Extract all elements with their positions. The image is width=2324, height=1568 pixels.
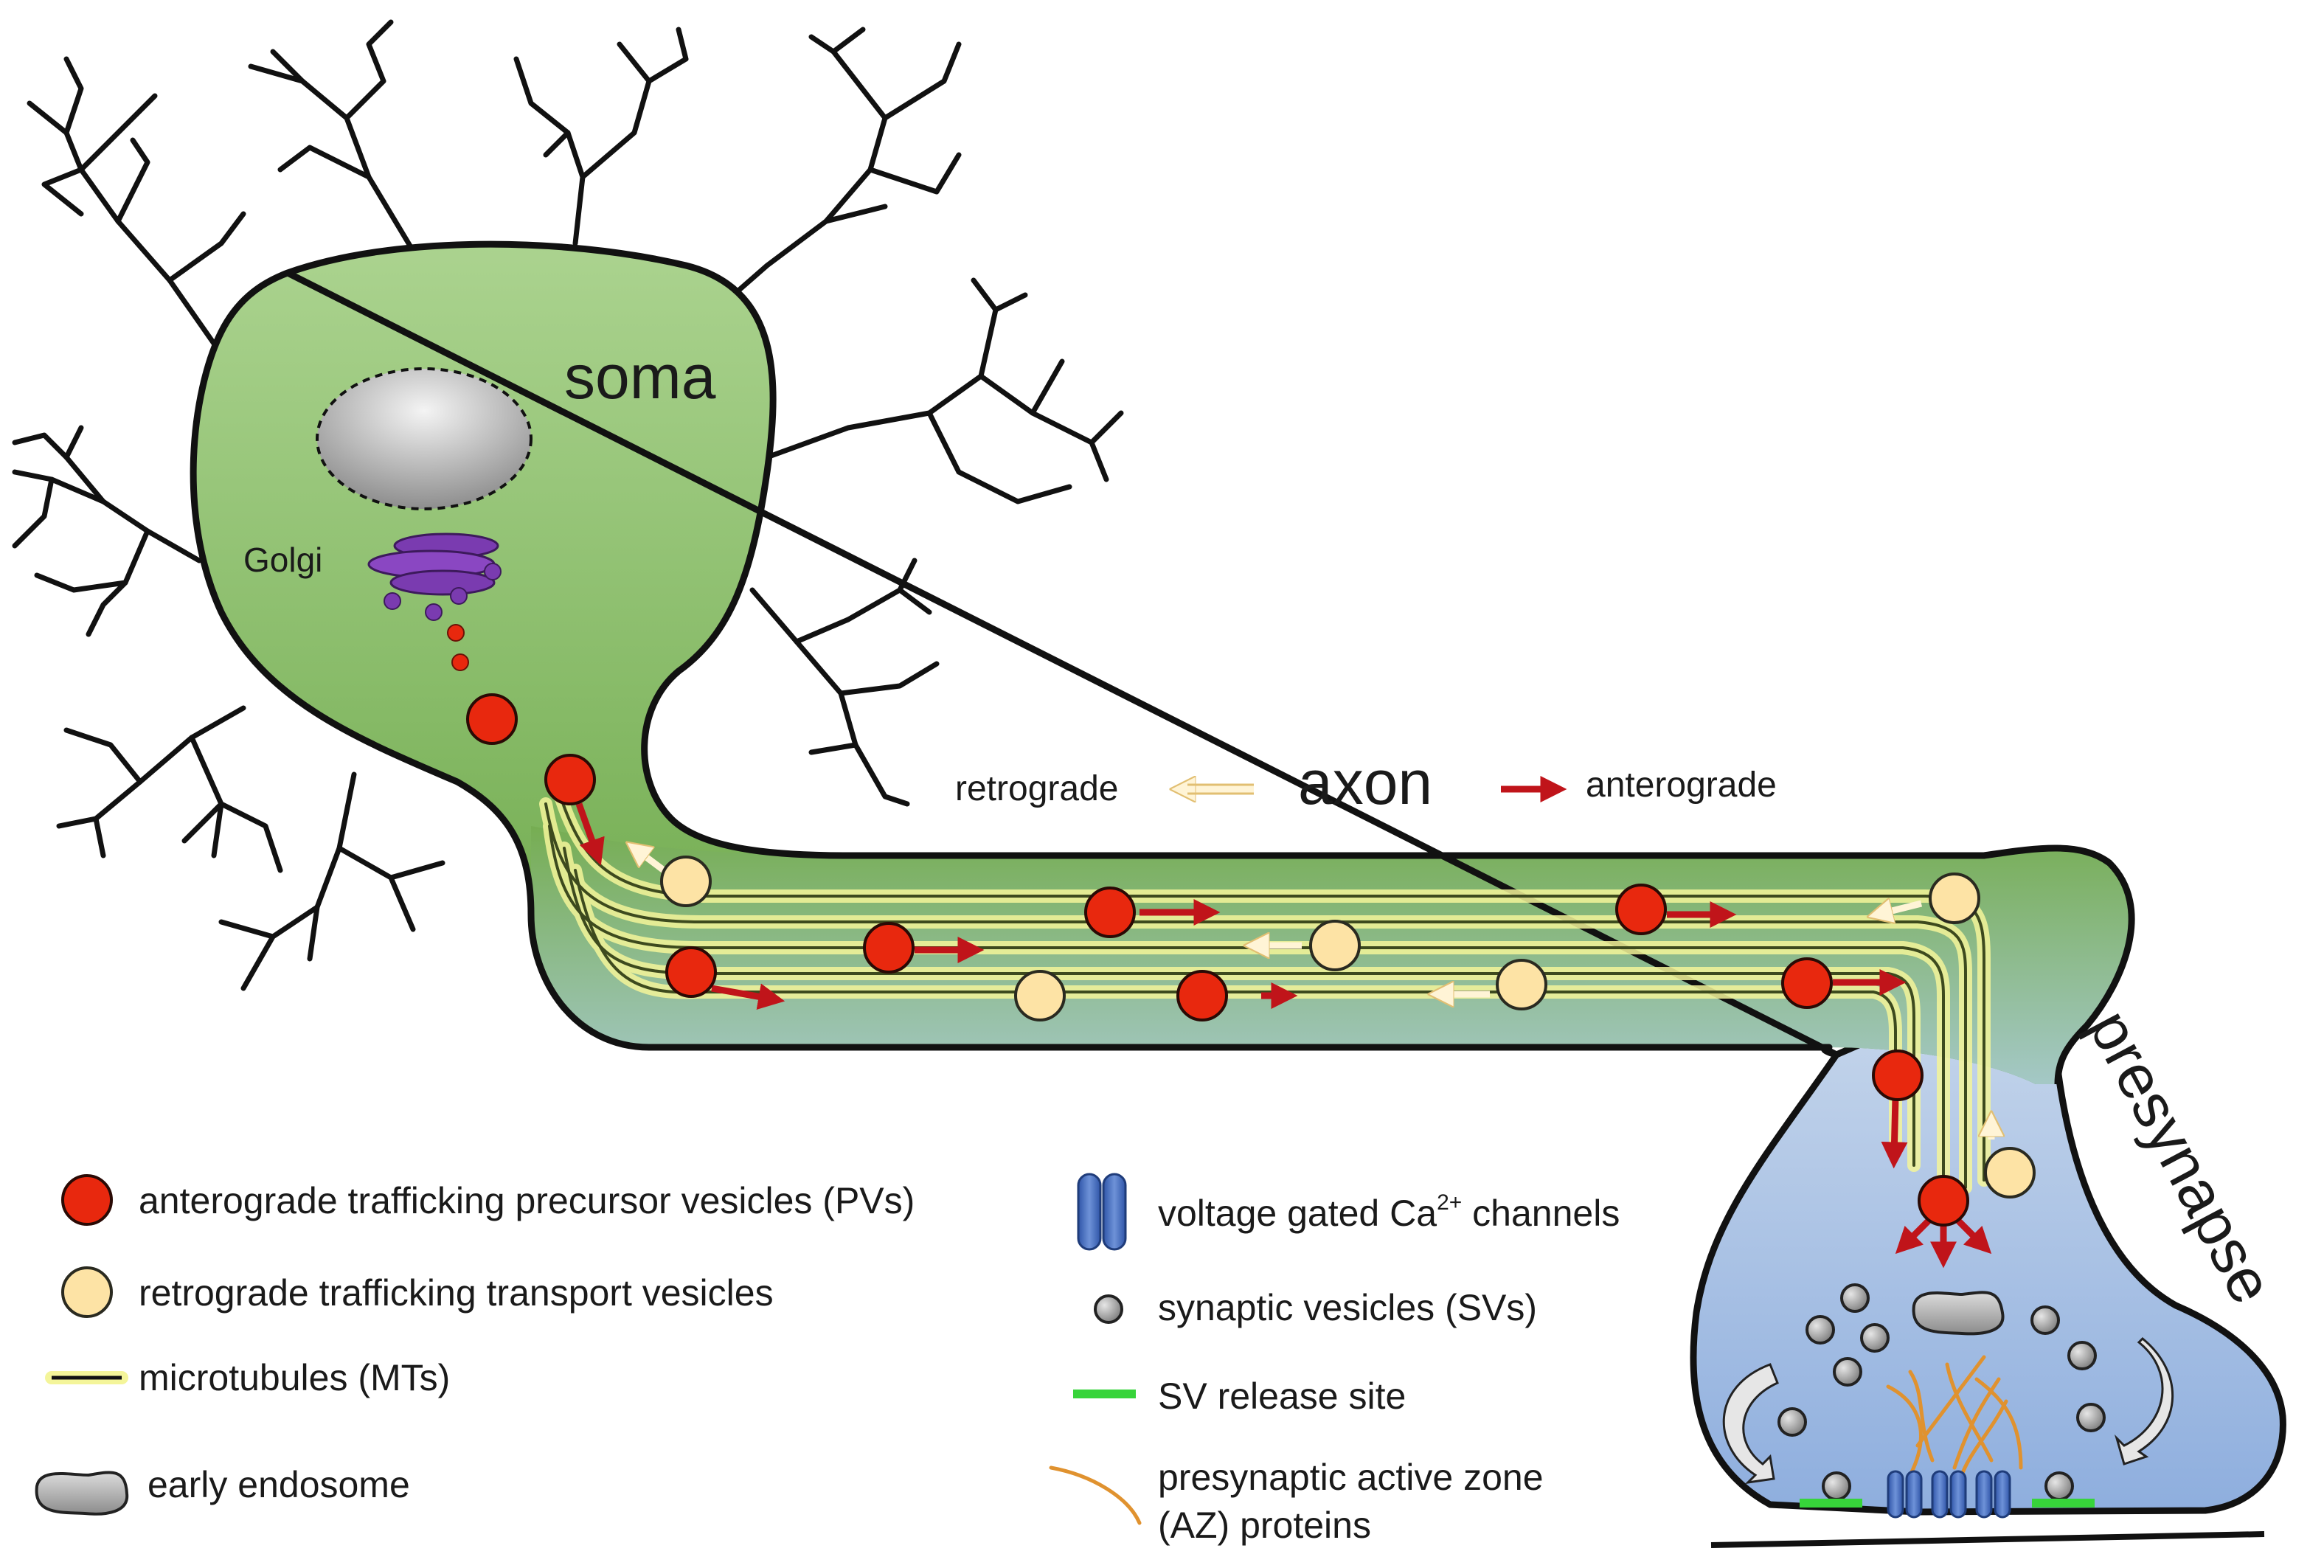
legend-left: anterograde trafficking precursor vesicl… [35, 1174, 915, 1516]
active-zone-proteins [1886, 1355, 2023, 1477]
early-endosome-icon [35, 1471, 129, 1516]
anterograde-arrows [575, 776, 1992, 1269]
legend-release-text: SV release site [1158, 1376, 1406, 1417]
precursor-vesicles [544, 754, 1969, 1227]
legend-sv-text: synaptic vesicles (SVs) [1158, 1287, 1537, 1328]
legend-calcium-text: voltage gated Ca2+ channels [1158, 1190, 1620, 1234]
legend-az-text-1: presynaptic active zone [1158, 1457, 1544, 1498]
transport-vesicles [660, 856, 2036, 1198]
retrograde-arrows [634, 789, 1991, 1139]
retrograde-label: retrograde [955, 769, 1118, 808]
recycling-arrows [1722, 1336, 2174, 1485]
nucleus [316, 367, 533, 510]
precursor-vesicle [466, 693, 518, 745]
legend-az-text-2: (AZ) proteins [1158, 1505, 1371, 1546]
calcium-channel-icon [1077, 1173, 1127, 1251]
legend-mt-text: microtubules (MTs) [139, 1357, 450, 1398]
yellow-vesicle-icon [61, 1266, 113, 1318]
legend-right: voltage gated Ca2+ channels synaptic ves… [1049, 1173, 1620, 1546]
dendrites [12, 19, 1124, 991]
synaptic-vesicle-icon [1094, 1294, 1123, 1324]
legend-calcium-prefix: voltage gated Ca [1158, 1193, 1437, 1234]
legend-endosome-text: early endosome [148, 1464, 410, 1505]
golgi-apparatus-icon [367, 533, 502, 671]
early-endosome [1912, 1291, 2005, 1336]
axon-label: axon [1298, 748, 1432, 817]
synaptic-vesicles [1777, 1283, 2106, 1501]
postsynaptic-membrane [1710, 1531, 2265, 1548]
legend-pv-text: anterograde trafficking precursor vesicl… [139, 1180, 915, 1221]
legend-calcium-sup: 2+ [1437, 1190, 1462, 1215]
calcium-channels [1887, 1470, 2011, 1519]
soma-label: soma [564, 342, 716, 412]
az-protein-icon [1049, 1465, 1142, 1525]
anterograde-label: anterograde [1586, 766, 1777, 805]
red-vesicle-icon [61, 1174, 113, 1226]
golgi-label: Golgi [243, 541, 322, 579]
axon-arrow-outlines [1187, 783, 1254, 795]
legend-tv-text: retrograde trafficking transport vesicle… [139, 1272, 774, 1314]
legend-calcium-suffix: channels [1462, 1193, 1620, 1234]
neuron-membrane [190, 240, 2135, 1085]
